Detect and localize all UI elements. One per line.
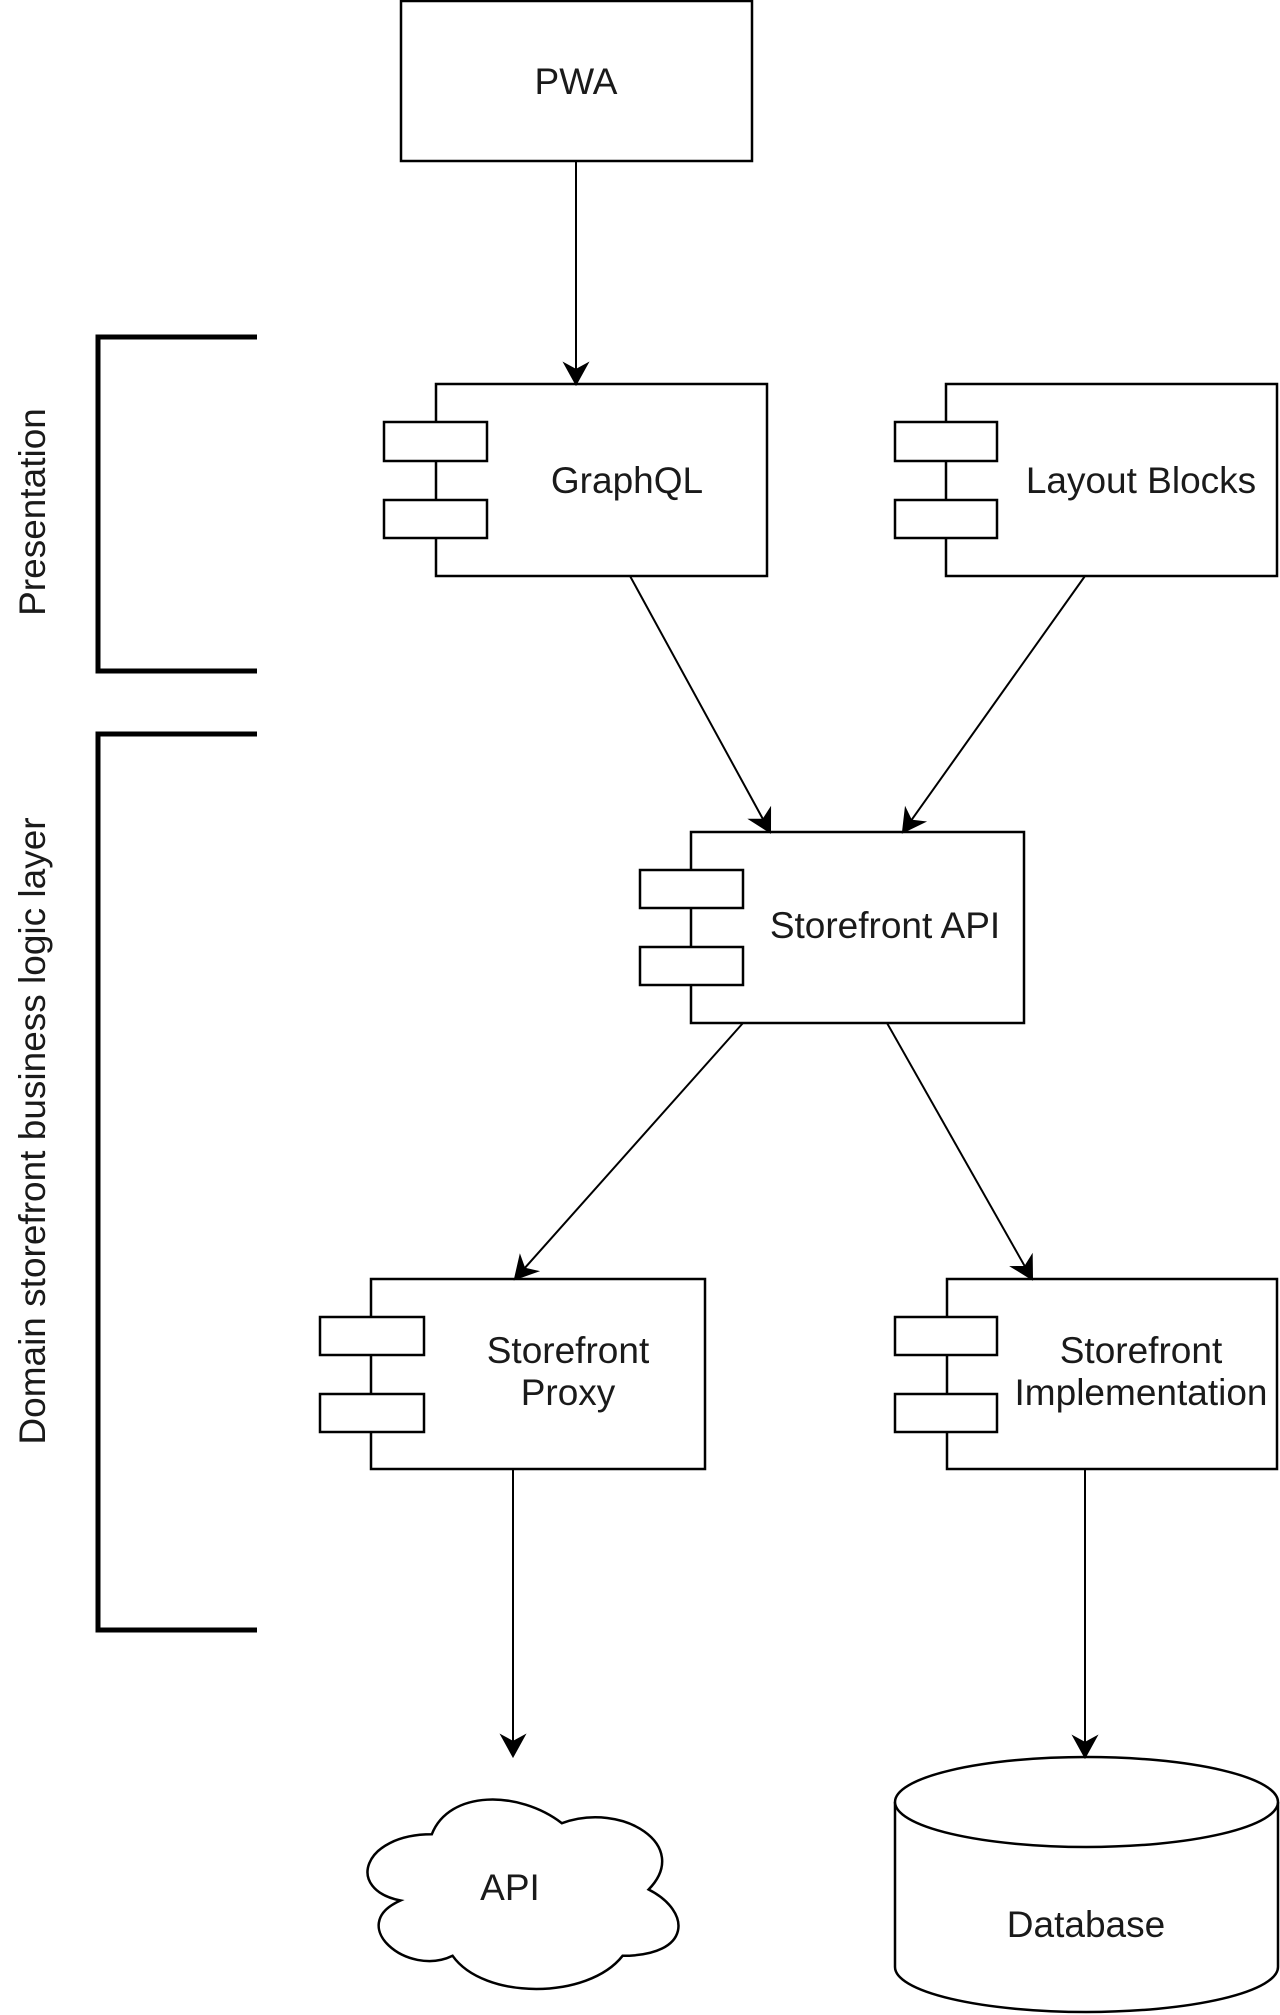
cloud-icon [366, 1798, 680, 1991]
pwa-node[interactable]: PWA [399, 0, 754, 163]
edge-graphql-to-storefront-api [629, 575, 772, 834]
arrowhead-icon [901, 805, 928, 834]
component-port-icon [382, 420, 489, 463]
database-node[interactable]: Database [893, 1755, 1280, 2014]
edge-storefront-api-to-storefront-implementation [886, 1022, 1034, 1281]
pwa-label: PWA [535, 61, 618, 102]
presentation-layer-bracket: Presentation [12, 334, 257, 674]
layout-blocks-node[interactable]: Layout Blocks [893, 382, 1279, 578]
edge-line [886, 1022, 1026, 1268]
database-label: Database [1007, 1904, 1165, 1945]
component-port-icon [318, 1392, 426, 1434]
presentation-layer-label: Presentation [12, 408, 53, 616]
arrowhead-icon [562, 361, 590, 387]
component-port-icon [382, 498, 489, 540]
edges [499, 161, 1099, 1760]
pwa-box [399, 0, 754, 163]
api-node[interactable]: API [366, 1798, 680, 1991]
component-port-icon [318, 1315, 426, 1357]
edge-storefront-api-to-storefront-proxy [513, 1022, 744, 1281]
edge-storefront-proxy-to-api [499, 1469, 527, 1759]
arrowhead-icon [513, 1253, 541, 1281]
edge-layout-blocks-to-storefront-api [901, 575, 1086, 834]
storefront-api-label: Storefront API [770, 905, 1000, 946]
api-label: API [480, 1867, 540, 1908]
edge-pwa-to-graphql [562, 161, 590, 387]
layout-blocks-label: Layout Blocks [1026, 460, 1256, 501]
component-port-icon [893, 498, 999, 540]
domain-bracket-line [95, 731, 257, 1633]
domain-layer-bracket: Domain storefront business logic layer [12, 731, 257, 1633]
storefront-api-node[interactable]: Storefront API [638, 830, 1026, 1025]
edge-line [523, 1022, 744, 1270]
arrowhead-icon [747, 805, 772, 834]
database-cylinder-top-icon [893, 1755, 1280, 1849]
storefront-implementation-label-line-2: Implementation [1015, 1372, 1268, 1413]
domain-layer-label: Domain storefront business logic layer [12, 817, 53, 1444]
storefront-proxy-node[interactable]: Storefront Proxy [318, 1277, 707, 1471]
layout-blocks-box [944, 382, 1279, 578]
component-port-icon [893, 1315, 999, 1357]
graphql-label: GraphQL [551, 460, 703, 501]
storefront-proxy-label-line-1: Storefront [487, 1330, 650, 1371]
edge-line [910, 575, 1086, 822]
component-port-icon [893, 1392, 999, 1434]
component-port-icon [638, 945, 745, 987]
storefront-implementation-label-line-1: Storefront [1060, 1330, 1223, 1371]
presentation-bracket-line [95, 334, 257, 674]
arrowhead-icon [1009, 1252, 1034, 1281]
arrowhead-icon [1071, 1734, 1099, 1760]
component-port-icon [638, 868, 745, 910]
storefront-api-box [689, 830, 1026, 1025]
database-cylinder-body-icon [893, 1802, 1280, 2014]
edge-storefront-implementation-to-database [1071, 1469, 1099, 1760]
arrowhead-icon [499, 1733, 527, 1759]
graphql-box [434, 382, 769, 578]
storefront-implementation-box [945, 1277, 1279, 1471]
edge-line [629, 575, 765, 821]
component-port-icon [893, 420, 999, 463]
storefront-proxy-box [369, 1277, 707, 1471]
storefront-proxy-label-line-2: Proxy [521, 1372, 616, 1413]
storefront-implementation-node[interactable]: Storefront Implementation [893, 1277, 1279, 1471]
graphql-node[interactable]: GraphQL [382, 382, 769, 578]
